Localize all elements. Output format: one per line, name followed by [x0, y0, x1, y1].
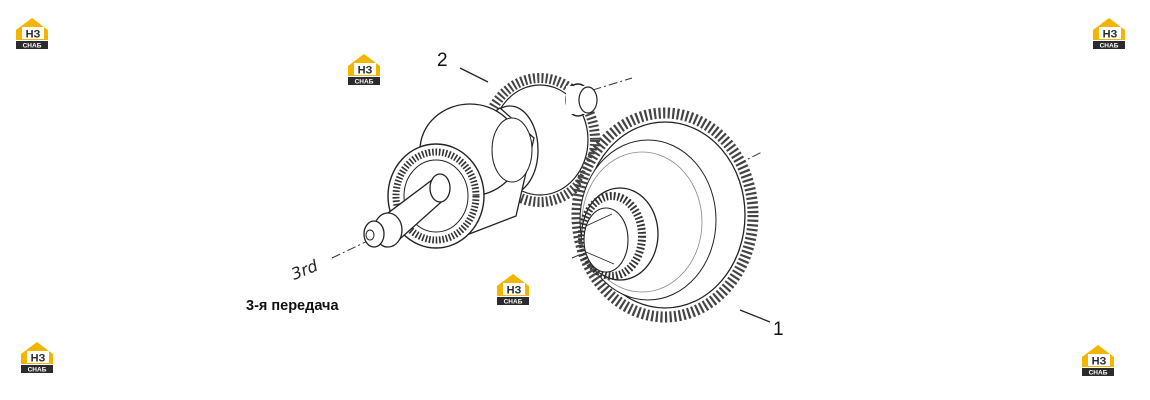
svg-text:НЗ: НЗ	[1103, 29, 1118, 41]
house-logo-icon: НЗ СНАБ	[497, 274, 529, 306]
callout-number-1: 1	[773, 319, 784, 340]
watermark-logo-bottom-right: НЗ СНАБ	[1079, 343, 1117, 377]
gear-1	[571, 107, 759, 323]
svg-text:СНАБ: СНАБ	[28, 367, 47, 374]
watermark-logo-top-left: НЗ СНАБ	[13, 16, 51, 50]
house-logo-icon: НЗ СНАБ	[16, 18, 48, 50]
leader-lines	[459, 67, 771, 323]
svg-text:НЗ: НЗ	[31, 353, 46, 365]
watermark-logo-top-right: НЗ СНАБ	[1090, 16, 1128, 50]
svg-text:СНАБ: СНАБ	[1100, 43, 1119, 50]
svg-text:СНАБ: СНАБ	[355, 79, 374, 86]
house-logo-icon: НЗ СНАБ	[1082, 345, 1114, 377]
diagram-caption: 3-я передача	[246, 298, 339, 314]
house-logo-icon: НЗ СНАБ	[1093, 18, 1125, 50]
watermark-logo-center: НЗ СНАБ	[494, 272, 532, 306]
watermark-logo-upper-center: НЗ СНАБ	[345, 52, 383, 86]
svg-text:НЗ: НЗ	[507, 285, 522, 297]
svg-text:НЗ: НЗ	[1092, 356, 1107, 368]
svg-text:СНАБ: СНАБ	[504, 299, 523, 306]
input-shaft	[363, 173, 451, 248]
house-logo-icon: НЗ СНАБ	[21, 342, 53, 374]
svg-text:СНАБ: СНАБ	[1089, 370, 1108, 377]
callout-number-2: 2	[437, 50, 448, 71]
watermark-logo-bottom-left: НЗ СНАБ	[18, 340, 56, 374]
house-logo-icon: НЗ СНАБ	[348, 54, 380, 86]
handwritten-label: 3rd	[288, 256, 321, 284]
svg-text:СНАБ: СНАБ	[23, 43, 42, 50]
svg-text:НЗ: НЗ	[358, 65, 373, 77]
svg-text:НЗ: НЗ	[26, 29, 41, 41]
